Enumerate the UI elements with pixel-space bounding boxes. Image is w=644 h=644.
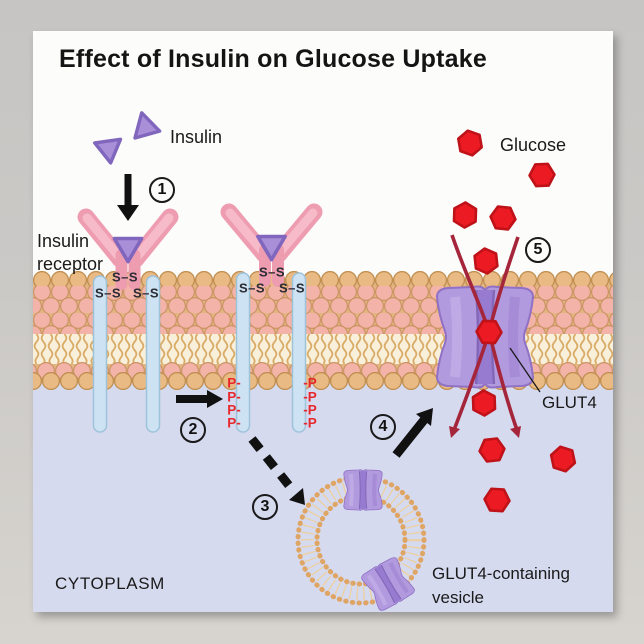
arrow-step-3 [248,436,305,505]
glucose-icon [525,159,559,191]
phosphate-label: P- [227,389,241,405]
cytoplasm-region [33,380,613,612]
glucose-icon [470,245,502,277]
ss-bond-label: S–S [111,269,139,285]
diagram-artwork [33,111,613,612]
insulin-label: Insulin [170,127,223,147]
phosphate-label: -P [303,375,317,391]
glut4-vesicle [295,470,427,612]
arrow-step-4 [392,408,433,458]
phosphate-label: P- [227,375,241,391]
glucose-icon [454,128,486,158]
step-4-badge: 4 [370,414,396,440]
insulin-receptor-label: Insulin receptor [37,230,103,276]
insulin-receptor-label-line2: receptor [37,254,104,274]
glut4-pointer-line [509,347,541,393]
step-3-badge: 3 [252,494,278,520]
arrow-step-2 [176,390,223,408]
phosphate-label: P- [227,402,241,418]
insulin-icon [93,137,126,167]
phosphate-label: -P [303,415,317,431]
phosphate-label: -P [303,389,317,405]
phosphate-label: -P [303,402,317,418]
poster: Effect of Insulin on Glucose Uptake Insu… [33,31,613,612]
ss-bond-label: S–S [258,264,286,280]
insulin-receptor-label-line1: Insulin [37,231,90,251]
vesicle-label: GLUT4-containing vesicle [432,562,570,610]
insulin-receptor-center [220,203,323,287]
ss-bond-label: S–S [132,285,160,301]
receptor-stalks [92,272,307,433]
step-2-badge: 2 [180,417,206,443]
insulin-receptor-left [77,208,179,290]
step-5-badge: 5 [525,237,551,263]
vesicle-glut4-top [344,470,382,510]
glucose-label: Glucose [500,135,567,155]
ss-bond-label: S–S [238,280,266,296]
ss-bond-label: S–S [94,285,122,301]
ss-bond-label: S–S [278,280,306,296]
vesicle-label-line2: vesicle [432,588,484,607]
insulin-icon [133,111,165,146]
glucose-icon [488,203,518,233]
vesicle-label-line1: GLUT4-containing [432,564,570,583]
phosphate-label: P- [227,415,241,431]
step-1-badge: 1 [149,177,175,203]
page-title: Effect of Insulin on Glucose Uptake [59,45,487,73]
cytoplasm-label: CYTOPLASM [55,574,165,593]
glut4-label: GLUT4 [542,393,597,412]
glucose-icon [448,198,482,232]
arrow-step-1 [117,174,139,221]
